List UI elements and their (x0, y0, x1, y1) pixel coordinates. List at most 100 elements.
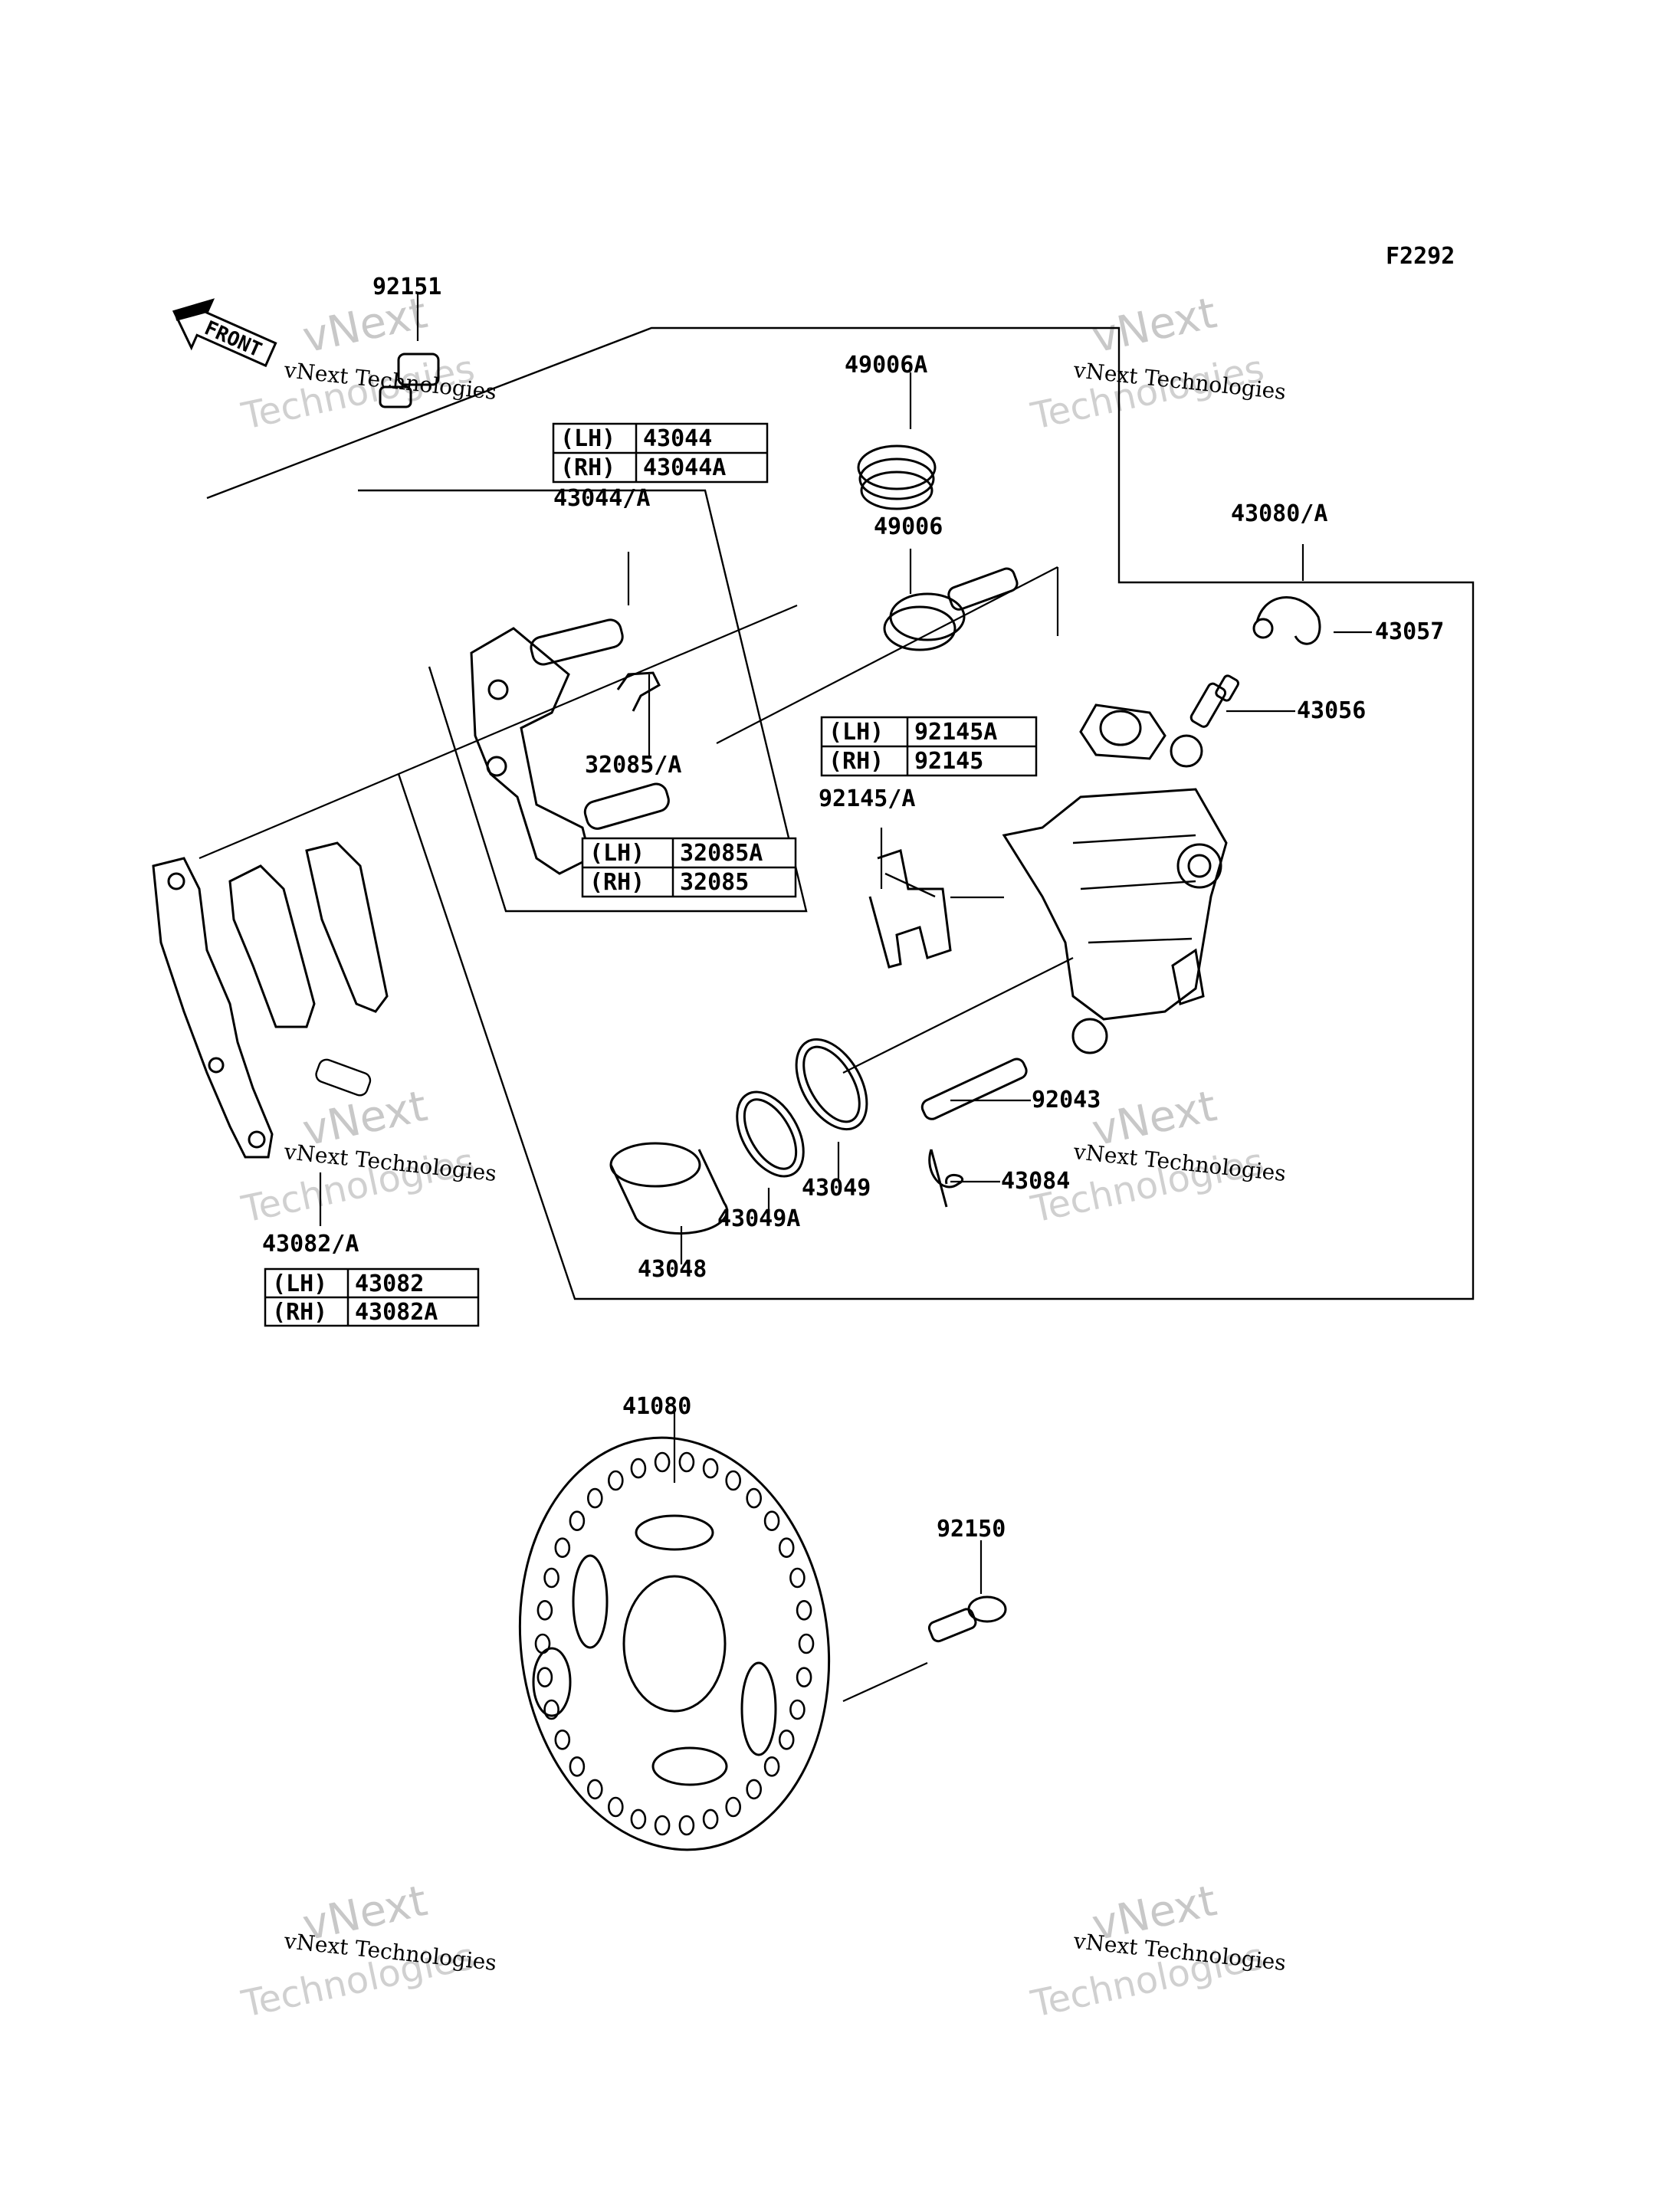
disc-hole (789, 1699, 806, 1720)
svg-text:vNext: vNext (1088, 288, 1221, 363)
assembly-outlines (206, 326, 1475, 1300)
table-43044-r2c1: (RH) (560, 454, 615, 481)
part-43082-pads (152, 841, 389, 1159)
table-43044-r1c2: 43044 (643, 425, 712, 452)
watermark-mid-left: vNext Technologies vNext Technologies (238, 1081, 497, 1231)
disc-hole (789, 1567, 806, 1589)
watermark-bottom-right: vNext Technologies vNext Technologies (1027, 1876, 1287, 2026)
disc-hole (586, 1779, 603, 1800)
disc-hole (763, 1756, 780, 1777)
label-41080: 41080 (622, 1393, 691, 1420)
label-43044A: 43044/A (553, 485, 650, 512)
disc-hole (586, 1487, 603, 1509)
part-92043-pin (920, 1058, 1028, 1120)
disc-hole (796, 1667, 812, 1687)
label-92151: 92151 (372, 274, 441, 300)
disc-hole (543, 1699, 559, 1720)
part-92151-bolt (379, 353, 440, 408)
part-92145-pad-spring (868, 849, 952, 969)
table-32085-r1c1: (LH) (589, 840, 645, 867)
part-43049-seal (795, 1038, 868, 1131)
disc-hole (778, 1730, 795, 1750)
table-43082: (LH) 43082 (RH) 43082A (264, 1267, 480, 1327)
disc-hole (654, 1451, 671, 1473)
disc-hole (554, 1730, 571, 1750)
table-32085-r2c2: 32085 (680, 869, 749, 896)
table-92145-r2c2: 92145 (914, 748, 983, 775)
label-43048: 43048 (638, 1256, 707, 1283)
disc-hole (796, 1600, 812, 1621)
label-43057: 43057 (1375, 618, 1444, 645)
disc-hole (554, 1537, 571, 1558)
part-43048-piston (609, 1142, 729, 1235)
watermark-bottom-left: vNext Technologies vNext Technologies (238, 1876, 497, 2026)
disc-hole (778, 1537, 795, 1558)
table-43044-r1c1: (LH) (560, 425, 615, 452)
table-43044-r2c2: 43044A (643, 454, 726, 481)
label-43056: 43056 (1297, 697, 1366, 724)
disc-hole (725, 1470, 742, 1491)
front-arrow-icon: FRONT (172, 298, 277, 368)
label-49006: 49006 (874, 513, 943, 540)
disc-hole (607, 1796, 624, 1818)
disc-hole (654, 1815, 671, 1836)
disc-hole (678, 1815, 695, 1836)
part-32085-clip (616, 671, 661, 712)
part-43056-bleeder (1189, 674, 1239, 728)
part-43080-caliper (1002, 703, 1228, 1054)
table-43082-r2c1: (RH) (272, 1299, 327, 1326)
disc-hole (678, 1451, 695, 1473)
part-43049A-seal (736, 1090, 805, 1178)
table-32085-r1c2: 32085A (680, 840, 763, 867)
disc-hole (746, 1779, 763, 1800)
part-43044-bracket (470, 618, 670, 875)
label-32085A: 32085/A (585, 752, 681, 779)
table-32085: (LH) 32085A (RH) 32085 (581, 837, 797, 898)
disc-hole (798, 1633, 815, 1654)
table-92145-r1c2: 92145A (914, 719, 997, 746)
part-labels: 92151 49006A 43044/A 49006 43080/A 43057… (262, 274, 1444, 1543)
part-49006-boot (883, 567, 1019, 651)
disc-hole (630, 1808, 647, 1830)
leader-lines (199, 294, 1372, 1703)
disc-hole (536, 1600, 553, 1621)
disc-hole (630, 1458, 647, 1479)
label-49006A: 49006A (845, 352, 927, 379)
table-92145: (LH) 92145A (RH) 92145 (820, 716, 1038, 777)
disc-hole (569, 1756, 586, 1777)
table-92145-r2c1: (RH) (829, 748, 884, 775)
disc-hole (702, 1458, 719, 1479)
table-43082-r1c1: (LH) (272, 1271, 327, 1297)
part-49006A-boot (857, 444, 937, 510)
disc-hole (534, 1633, 551, 1654)
disc-hole (746, 1487, 763, 1509)
label-43049: 43049 (802, 1175, 871, 1202)
label-43084: 43084 (1001, 1168, 1070, 1195)
watermark-top-right: vNext Technologies vNext Technologies (1027, 288, 1287, 438)
label-92150: 92150 (937, 1516, 1006, 1543)
disc-hole (569, 1510, 586, 1531)
part-41080-brake-disc (518, 1436, 831, 1851)
disc-hole (725, 1796, 742, 1818)
disc-hole (607, 1470, 624, 1491)
disc-hole (702, 1808, 719, 1830)
table-43044: (LH) 43044 (RH) 43044A (552, 422, 769, 484)
table-32085-r2c1: (RH) (589, 869, 645, 896)
table-43082-r1c2: 43082 (355, 1271, 424, 1297)
diagram-code: F2292 (1386, 243, 1455, 270)
disc-hole (763, 1510, 780, 1531)
part-43057-cap (1252, 596, 1321, 645)
table-43082-r2c2: 43082A (355, 1299, 438, 1326)
disc-hole (536, 1667, 553, 1687)
label-43082A: 43082/A (262, 1231, 359, 1258)
table-92145-r1c1: (LH) (829, 719, 884, 746)
part-43084-clip (928, 1149, 964, 1208)
disc-hole (543, 1567, 559, 1589)
watermark-top-left: vNext Technologies vNext Technologies (238, 288, 497, 438)
label-43049A: 43049A (717, 1205, 800, 1232)
part-92150-disc-bolt (927, 1595, 1007, 1643)
label-92043: 92043 (1032, 1087, 1101, 1113)
label-43080A: 43080/A (1231, 500, 1327, 527)
label-92145A: 92145/A (819, 785, 915, 812)
